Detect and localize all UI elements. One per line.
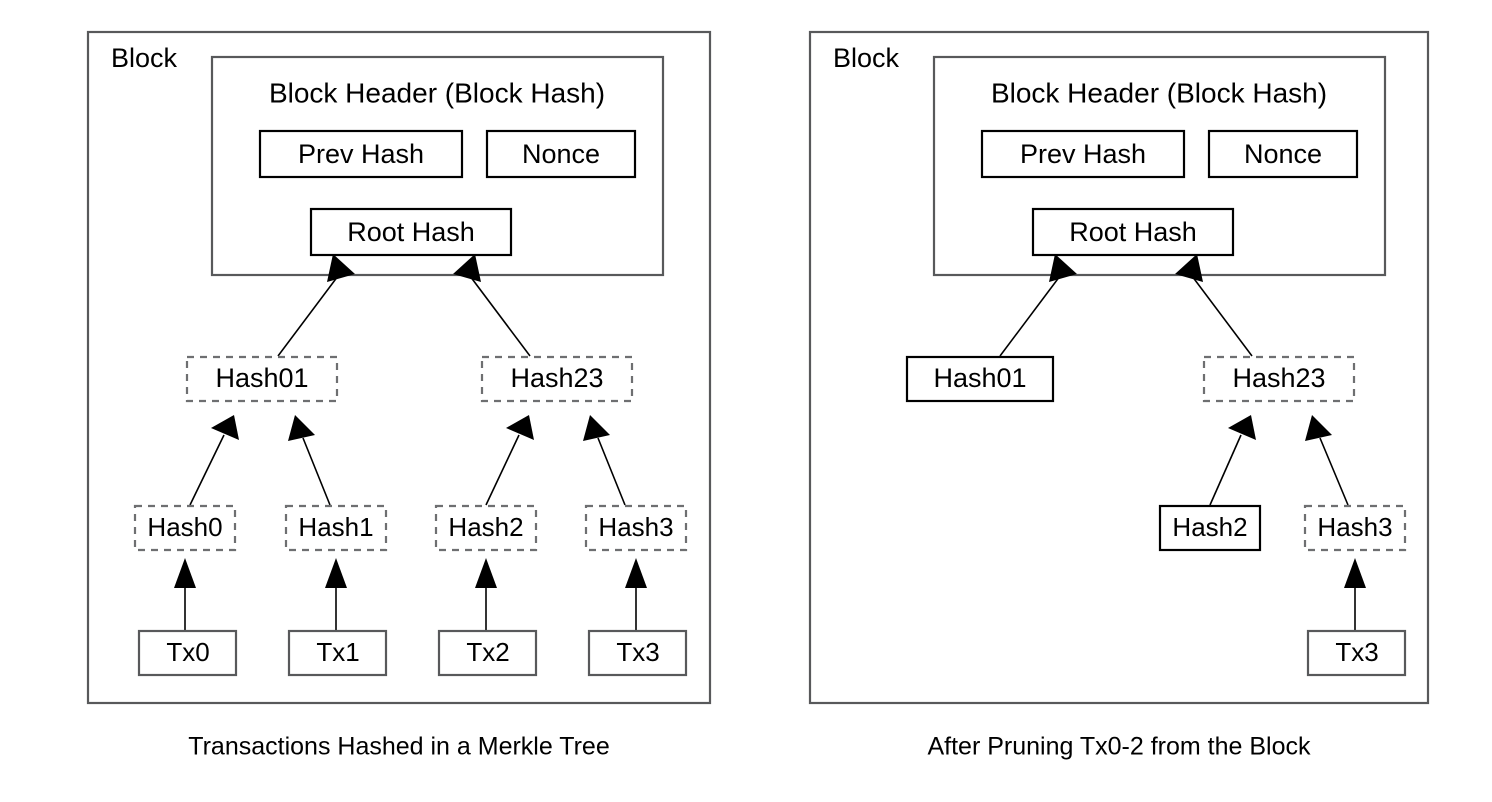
tx1-label-left: Tx1 bbox=[316, 637, 359, 667]
hash01-label-right: Hash01 bbox=[933, 363, 1026, 393]
hash0-label-left: Hash0 bbox=[147, 512, 222, 542]
edge-tx3-to-hash3-left bbox=[625, 558, 647, 631]
nonce-box-left bbox=[485, 129, 637, 179]
nonce-label-right: Nonce bbox=[1244, 139, 1322, 169]
root-hash-label-left: Root Hash bbox=[347, 217, 475, 247]
hash1-label-left: Hash1 bbox=[298, 512, 373, 542]
edge-hash1-to-hash01-left bbox=[288, 415, 331, 506]
block-frame-label-left: Block bbox=[111, 43, 178, 73]
edge-tx3-to-hash3-right bbox=[1344, 558, 1366, 631]
edge-hash23-to-root-right bbox=[1175, 254, 1253, 357]
panel-right: Block Block Header (Block Hash) Prev Has… bbox=[808, 30, 1430, 761]
caption-right: After Pruning Tx0-2 from the Block bbox=[927, 733, 1311, 761]
edge-hash3-to-hash23-right bbox=[1305, 415, 1349, 506]
tx1-box-left bbox=[287, 629, 388, 677]
hash2-label-left: Hash2 bbox=[448, 512, 523, 542]
edge-hash2-to-hash23-left bbox=[485, 415, 534, 506]
hash3-box-left bbox=[584, 504, 688, 552]
root-hash-label-right: Root Hash bbox=[1069, 217, 1197, 247]
tx3-label-left: Tx3 bbox=[616, 637, 659, 667]
panel-left: Block Block Header (Block Hash) Prev Has… bbox=[86, 30, 712, 761]
block-frame-label-right: Block bbox=[833, 43, 900, 73]
tx0-box-left bbox=[137, 629, 238, 677]
prev-hash-label-left: Prev Hash bbox=[298, 139, 424, 169]
hash3-label-right: Hash3 bbox=[1317, 512, 1392, 542]
hash2-box-right bbox=[1158, 504, 1262, 552]
root-hash-box-right bbox=[1031, 207, 1235, 257]
hash23-label-left: Hash23 bbox=[510, 363, 603, 393]
hash0-box-left bbox=[133, 504, 237, 552]
root-hash-box-left bbox=[309, 207, 513, 257]
edge-hash23-to-root-left bbox=[453, 254, 531, 357]
tx2-label-left: Tx2 bbox=[466, 637, 509, 667]
nonce-box-right bbox=[1207, 129, 1359, 179]
edge-tx0-to-hash0-left bbox=[174, 558, 196, 631]
nonce-label-left: Nonce bbox=[522, 139, 600, 169]
prev-hash-box-left bbox=[258, 129, 464, 179]
hash23-box-left bbox=[480, 355, 634, 403]
edge-tx1-to-hash1-left bbox=[325, 558, 347, 631]
hash3-box-right bbox=[1303, 504, 1407, 552]
caption-left: Transactions Hashed in a Merkle Tree bbox=[188, 733, 609, 761]
tx3-box-right bbox=[1306, 629, 1407, 677]
block-header-title-right: Block Header (Block Hash) bbox=[991, 77, 1327, 108]
hash01-label-left: Hash01 bbox=[215, 363, 308, 393]
hash3-label-left: Hash3 bbox=[598, 512, 673, 542]
tx0-label-left: Tx0 bbox=[166, 637, 209, 667]
tx3-label-right: Tx3 bbox=[1335, 637, 1378, 667]
edge-hash2-to-hash23-right bbox=[1209, 415, 1256, 506]
edge-hash01-to-root-left bbox=[277, 254, 355, 357]
tx2-box-left bbox=[437, 629, 538, 677]
prev-hash-box-right bbox=[980, 129, 1186, 179]
tx3-box-left bbox=[587, 629, 688, 677]
hash2-box-left bbox=[434, 504, 538, 552]
hash01-box-right bbox=[905, 355, 1055, 403]
hash2-label-right: Hash2 bbox=[1172, 512, 1247, 542]
prev-hash-label-right: Prev Hash bbox=[1020, 139, 1146, 169]
hash1-box-left bbox=[284, 504, 388, 552]
block-header-title-left: Block Header (Block Hash) bbox=[269, 77, 605, 108]
hash01-box-left bbox=[185, 355, 339, 403]
hash23-box-right bbox=[1202, 355, 1356, 403]
edge-hash0-to-hash01-left bbox=[189, 415, 239, 506]
hash23-label-right: Hash23 bbox=[1232, 363, 1325, 393]
edge-hash01-to-root-right bbox=[999, 254, 1077, 357]
edge-tx2-to-hash2-left bbox=[475, 558, 497, 631]
edge-hash3-to-hash23-left bbox=[583, 415, 626, 506]
